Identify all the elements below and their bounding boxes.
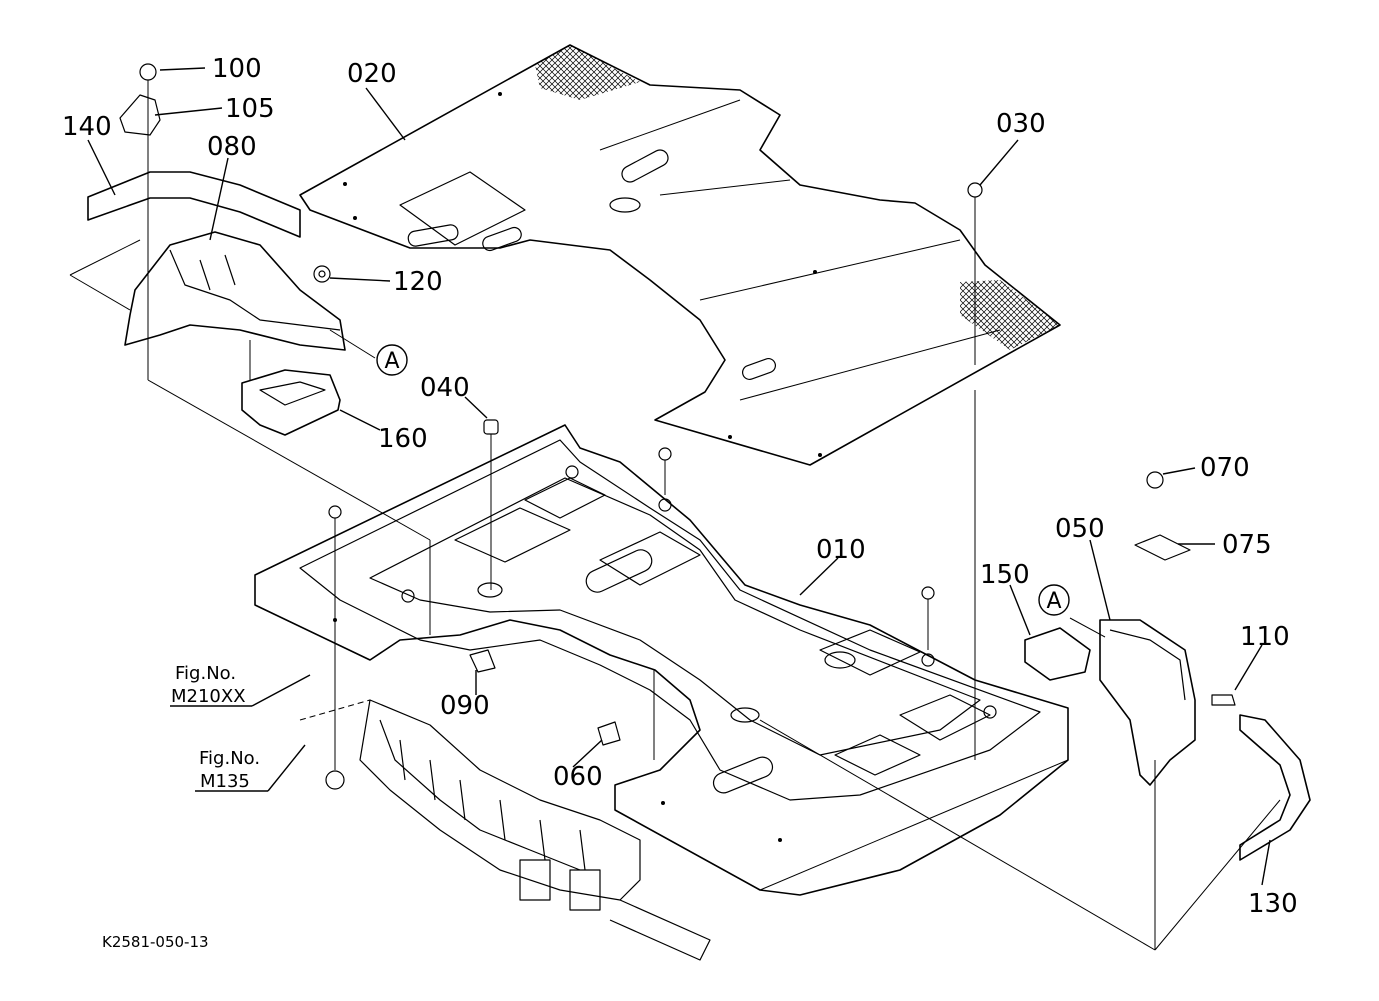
left-side-cover bbox=[69, 171, 346, 436]
guide-lines bbox=[147, 80, 1281, 951]
callout-010: 010 bbox=[816, 535, 866, 565]
floor-plate bbox=[254, 424, 1069, 896]
floor-mat bbox=[299, 44, 1061, 466]
marker-a-left: A bbox=[384, 349, 399, 374]
right-side-cover bbox=[1024, 471, 1311, 861]
callout-060: 060 bbox=[553, 762, 603, 792]
callout-070: 070 bbox=[1200, 453, 1250, 483]
callout-120: 120 bbox=[393, 267, 443, 297]
callout-105: 105 bbox=[225, 94, 275, 124]
callout-080: 080 bbox=[207, 132, 257, 162]
callout-090: 090 bbox=[440, 691, 490, 721]
callout-150: 150 bbox=[980, 560, 1030, 590]
fig-ref-1-number: M210XX bbox=[171, 686, 246, 707]
marker-a-right: A bbox=[1046, 589, 1061, 614]
callout-030: 030 bbox=[996, 109, 1046, 139]
callout-020: 020 bbox=[347, 59, 397, 89]
callouts: 100 105 140 080 020 030 120 160 040 010 … bbox=[62, 54, 1298, 919]
figure-references: Fig.No. M210XX Fig.No. M135 bbox=[171, 663, 260, 792]
callout-100: 100 bbox=[212, 54, 262, 84]
frame-assembly bbox=[299, 699, 711, 961]
callout-040: 040 bbox=[420, 373, 470, 403]
callout-160: 160 bbox=[378, 424, 428, 454]
fig-ref-1-label: Fig.No. bbox=[175, 663, 236, 684]
fig-ref-2-number: M135 bbox=[200, 771, 250, 792]
drawing-code: K2581-050-13 bbox=[102, 933, 209, 951]
callout-130: 130 bbox=[1248, 889, 1298, 919]
callout-110: 110 bbox=[1240, 622, 1290, 652]
callout-050: 050 bbox=[1055, 514, 1105, 544]
connection-markers: A A bbox=[376, 344, 1070, 616]
callout-075: 075 bbox=[1222, 530, 1272, 560]
leader-lines bbox=[87, 67, 1271, 886]
marker-a-right-circle bbox=[1038, 584, 1070, 616]
callout-140: 140 bbox=[62, 112, 112, 142]
fig-ref-2-label: Fig.No. bbox=[199, 748, 260, 769]
marker-a-left-circle bbox=[376, 344, 408, 376]
